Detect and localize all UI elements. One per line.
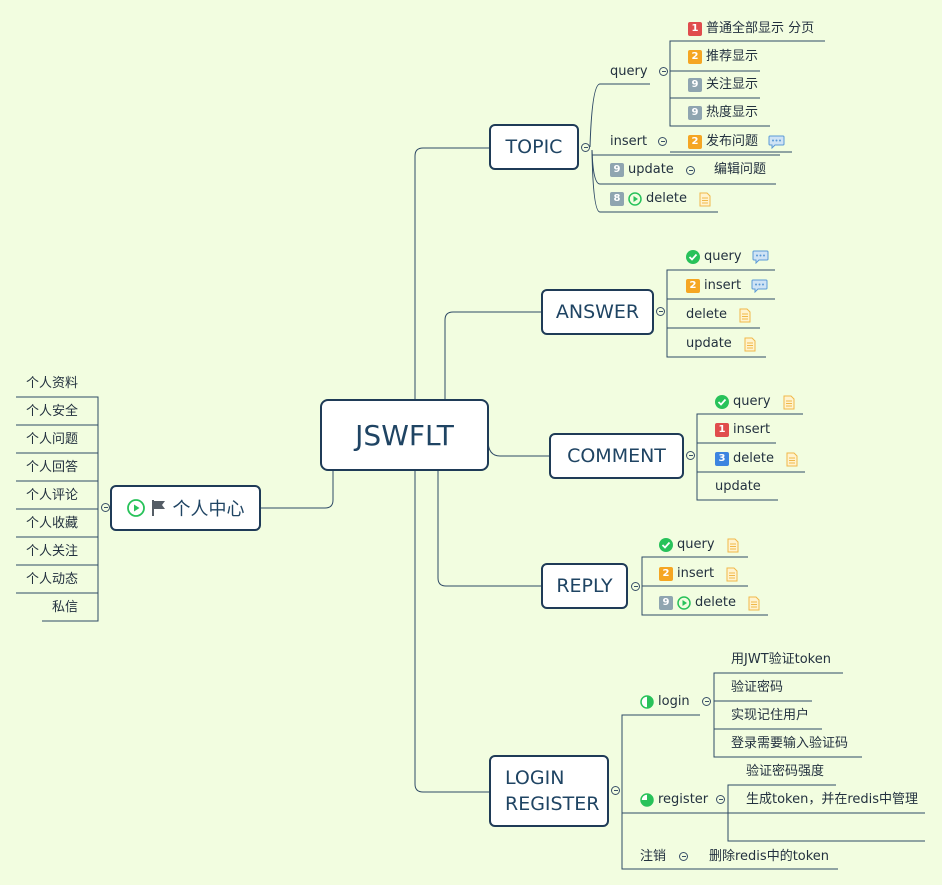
personal-item[interactable]: 个人安全: [26, 404, 79, 419]
logout-branch[interactable]: 注销: [640, 849, 667, 864]
priority-badge: 1: [688, 22, 702, 36]
note-icon: [699, 192, 711, 207]
topic-query-item[interactable]: 1 普通全部显示 分页: [688, 20, 814, 38]
comment-icon: [768, 135, 785, 149]
half-progress-icon: [640, 695, 654, 709]
answer-item[interactable]: update: [686, 335, 756, 353]
logout-item[interactable]: 删除redis中的token: [709, 849, 830, 864]
three-quarter-progress-icon: [640, 793, 654, 807]
note-icon: [739, 308, 751, 323]
priority-badge: 2: [688, 135, 702, 149]
topic-label: TOPIC: [505, 136, 563, 158]
topic-insert-item[interactable]: 2 发布问题: [688, 133, 785, 151]
personal-item[interactable]: 个人动态: [26, 572, 79, 587]
logout-collapse-toggle[interactable]: [679, 852, 688, 861]
comment-collapse-toggle[interactable]: [686, 451, 695, 460]
comment-item[interactable]: query: [715, 393, 795, 411]
answer-label: ANSWER: [555, 301, 640, 323]
register-item[interactable]: 验证密码强度: [746, 764, 825, 779]
login-item[interactable]: 实现记住用户: [731, 708, 810, 723]
topic-query[interactable]: query: [610, 64, 648, 79]
reply-item[interactable]: 9 delete: [659, 594, 760, 612]
priority-badge: 9: [688, 106, 702, 120]
priority-badge: 2: [659, 567, 673, 581]
topic-insert[interactable]: insert: [610, 134, 648, 149]
topic-query-item[interactable]: 2 推荐显示: [688, 48, 758, 66]
personal-center-label: 个人中心: [172, 499, 245, 520]
play-icon: [628, 192, 642, 206]
personal-item[interactable]: 个人评论: [26, 488, 79, 503]
note-icon: [783, 395, 795, 410]
topic-node[interactable]: TOPIC: [489, 124, 579, 170]
note-icon: [748, 596, 760, 611]
reply-node[interactable]: REPLY: [541, 563, 628, 609]
priority-badge: 2: [688, 50, 702, 64]
login-item[interactable]: 验证密码: [731, 680, 784, 695]
priority-badge: 9: [659, 596, 673, 610]
personal-item[interactable]: 个人问题: [26, 432, 79, 447]
personal-item[interactable]: 个人回答: [26, 460, 79, 475]
register-branch[interactable]: register: [640, 791, 708, 809]
login-register-collapse-toggle[interactable]: [611, 786, 620, 795]
reply-label: REPLY: [556, 575, 613, 597]
play-icon: [126, 499, 145, 517]
priority-badge: 8: [610, 192, 624, 206]
priority-badge: 2: [686, 279, 700, 293]
personal-item[interactable]: 个人资料: [26, 376, 79, 391]
topic-delete[interactable]: 8 delete: [610, 190, 711, 208]
check-icon: [686, 250, 700, 264]
login-register-label-line2: REGISTER: [505, 793, 600, 815]
comment-icon: [752, 250, 769, 264]
answer-item[interactable]: 2 insert: [686, 277, 768, 295]
login-register-label-line1: LOGIN: [505, 767, 565, 789]
comment-item[interactable]: 1 insert: [715, 421, 770, 439]
answer-item[interactable]: query: [686, 248, 769, 266]
reply-collapse-toggle[interactable]: [631, 582, 640, 591]
personal-collapse-toggle[interactable]: [101, 503, 110, 512]
topic-collapse-toggle[interactable]: [581, 143, 590, 152]
login-register-node[interactable]: LOGIN REGISTER: [489, 755, 609, 827]
register-item[interactable]: 生成token，并在redis中管理: [746, 792, 919, 807]
answer-item[interactable]: delete: [686, 306, 751, 324]
topic-query-item[interactable]: 9 热度显示: [688, 104, 758, 122]
comment-item[interactable]: 3 delete: [715, 450, 798, 468]
topic-insert-collapse-toggle[interactable]: [658, 137, 667, 146]
login-item[interactable]: 用JWT验证token: [731, 652, 831, 667]
login-collapse-toggle[interactable]: [702, 697, 711, 706]
personal-item[interactable]: 个人关注: [26, 544, 79, 559]
note-icon: [726, 567, 738, 582]
topic-update[interactable]: 9 update: [610, 161, 674, 179]
central-topic-label: JSWFLT: [355, 418, 454, 452]
personal-item[interactable]: 私信: [52, 600, 79, 615]
central-topic-node[interactable]: JSWFLT: [320, 399, 489, 471]
check-icon: [659, 538, 673, 552]
topic-update-collapse-toggle[interactable]: [686, 166, 695, 175]
priority-badge: 1: [715, 423, 729, 437]
comment-node[interactable]: COMMENT: [549, 433, 684, 479]
login-item[interactable]: 登录需要输入验证码: [731, 736, 849, 751]
flag-icon: [151, 499, 167, 517]
priority-badge: 9: [688, 78, 702, 92]
register-collapse-toggle[interactable]: [716, 795, 725, 804]
priority-badge: 3: [715, 452, 729, 466]
answer-node[interactable]: ANSWER: [541, 289, 654, 335]
reply-item[interactable]: query: [659, 536, 739, 554]
reply-item[interactable]: 2 insert: [659, 565, 738, 583]
answer-collapse-toggle[interactable]: [656, 307, 665, 316]
personal-item[interactable]: 个人收藏: [26, 516, 79, 531]
play-icon: [677, 596, 691, 610]
note-icon: [744, 337, 756, 352]
note-icon: [727, 538, 739, 553]
personal-center-node[interactable]: 个人中心: [110, 485, 261, 531]
comment-icon: [751, 279, 768, 293]
login-branch[interactable]: login: [640, 693, 690, 711]
topic-query-item[interactable]: 9 关注显示: [688, 76, 758, 94]
comment-item[interactable]: update: [715, 479, 761, 494]
topic-query-collapse-toggle[interactable]: [659, 67, 668, 76]
note-icon: [786, 452, 798, 467]
check-icon: [715, 395, 729, 409]
topic-update-item[interactable]: 编辑问题: [714, 162, 767, 177]
comment-label: COMMENT: [567, 445, 666, 467]
priority-badge: 9: [610, 163, 624, 177]
